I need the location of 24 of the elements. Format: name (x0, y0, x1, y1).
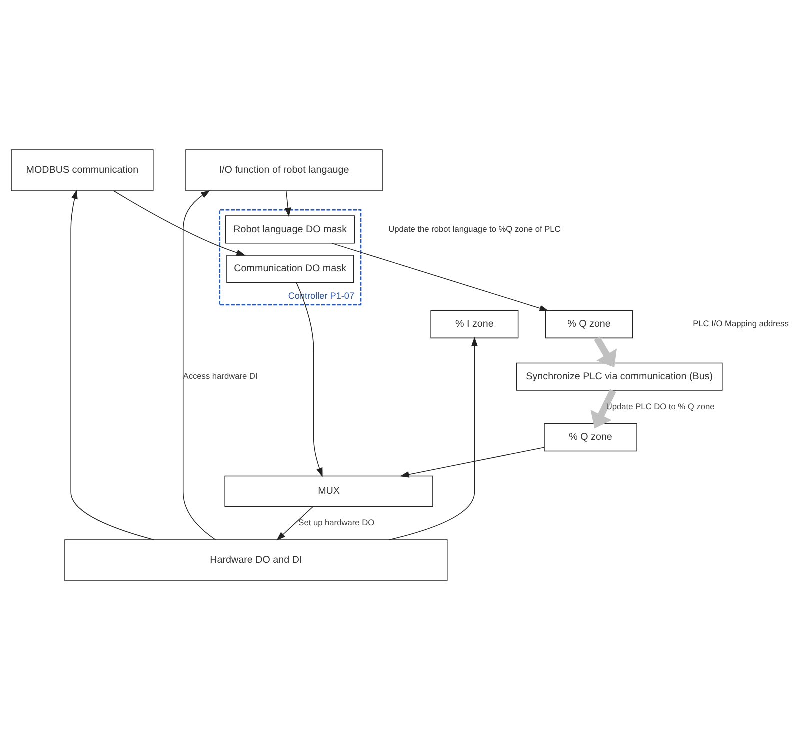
node-box: Communication DO mask (226, 255, 354, 284)
node-box: Robot language DO mask (225, 216, 356, 244)
node-box: Hardware DO and DI (64, 540, 448, 582)
arrow (284, 190, 292, 218)
node-box: % I zone (430, 310, 519, 339)
arrow (70, 190, 155, 540)
arrow (594, 336, 617, 368)
node-box: % Q zone (544, 424, 638, 452)
node-box: I/O function of robot langauge (186, 150, 383, 192)
arrow (276, 506, 314, 541)
node-box: % Q zone (545, 310, 634, 339)
arrow (296, 282, 323, 478)
node-box: MODBUS communication (11, 150, 154, 192)
arrow (590, 389, 616, 429)
arrow (182, 190, 216, 540)
arrow (400, 447, 545, 478)
label: Update the robot language to %Q zone of PLC (388, 224, 561, 234)
arrow (113, 190, 246, 256)
edge-label: Update PLC DO to % Q zone (606, 401, 715, 412)
node-box: Synchronize PLC via communication (Bus) (516, 362, 723, 391)
label: PLC I/O Mapping address (693, 318, 789, 329)
node-box: MUX (224, 476, 434, 507)
arrow (388, 337, 478, 540)
edge-label: Set up hardware DO (298, 517, 375, 528)
